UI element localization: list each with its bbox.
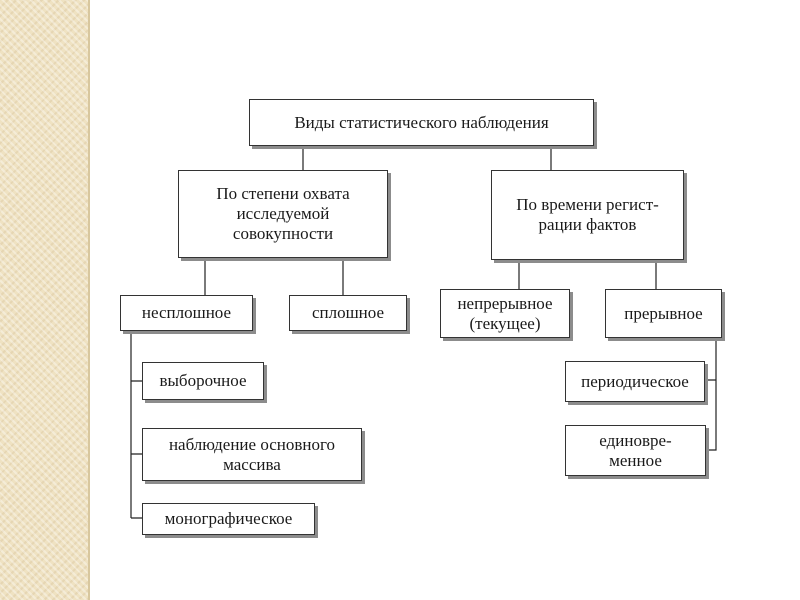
- periodic-observation-node: периодическое: [565, 361, 705, 402]
- main-array-observation-node: наблюдение основного массива: [142, 428, 362, 481]
- complete-observation-node: сплошное: [289, 295, 407, 331]
- one-time-observation-node: единовре- менное: [565, 425, 706, 476]
- coverage-node: По степени охвата исследуемой совокупнос…: [178, 170, 388, 258]
- sample-observation-node: выборочное: [142, 362, 264, 400]
- decorative-side-strip: [0, 0, 88, 600]
- connector-partial-types: [130, 331, 142, 519]
- continuous-observation-node: непрерывное (текущее): [440, 289, 570, 338]
- root-node: Виды статистического наблюдения: [249, 99, 594, 146]
- discontinuous-observation-node: прерывное: [605, 289, 722, 338]
- partial-observation-node: несплошное: [120, 295, 253, 331]
- connector-discontinuous-types: [705, 338, 717, 451]
- side-strip-border: [88, 0, 90, 600]
- timing-node: По времени регист- рации фактов: [491, 170, 684, 260]
- monographic-observation-node: монографическое: [142, 503, 315, 535]
